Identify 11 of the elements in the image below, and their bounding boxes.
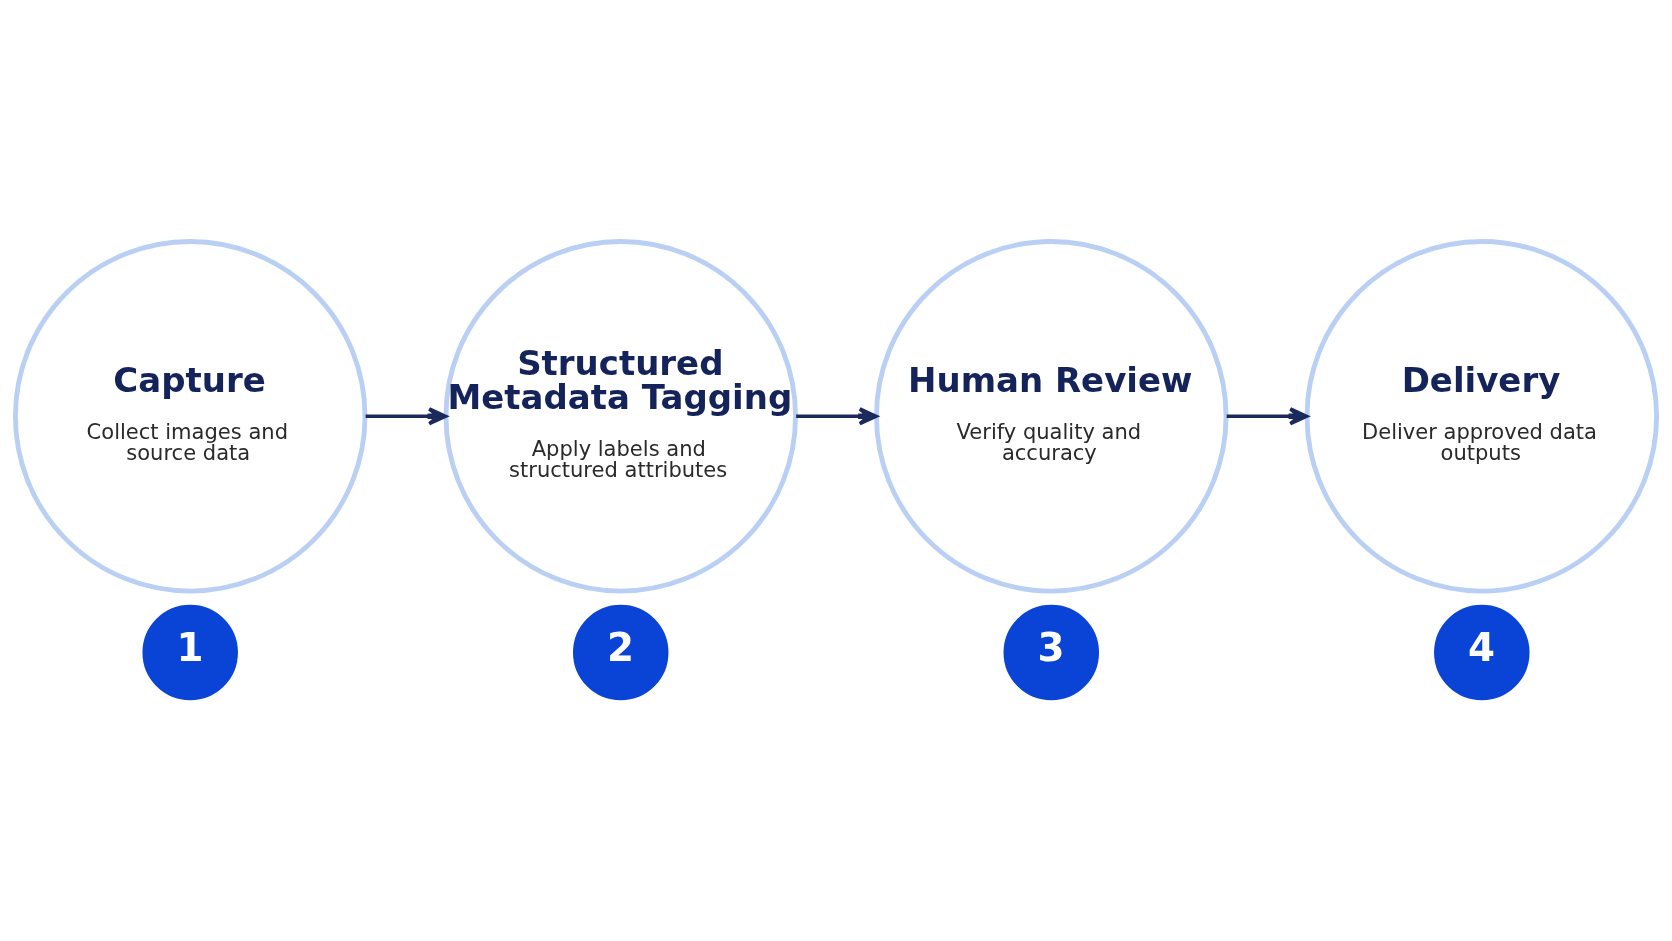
arrow bbox=[796, 407, 878, 426]
node-circle: Delivery Deliver approved data outputs bbox=[1304, 239, 1660, 594]
arrow bbox=[365, 407, 448, 426]
node-circle: 1 bbox=[142, 604, 238, 701]
node-circle: Capture Collect images and source data bbox=[12, 239, 368, 594]
node-circle: Human Review Verify quality and accuracy bbox=[874, 239, 1229, 594]
node-circle: 2 bbox=[573, 604, 669, 701]
node-circle: 3 bbox=[1003, 604, 1099, 701]
arrow bbox=[1226, 407, 1309, 426]
node-circle: 4 bbox=[1434, 604, 1530, 701]
node-circle: Structured Metadata Tagging Apply labels and structured attributes bbox=[443, 239, 798, 594]
